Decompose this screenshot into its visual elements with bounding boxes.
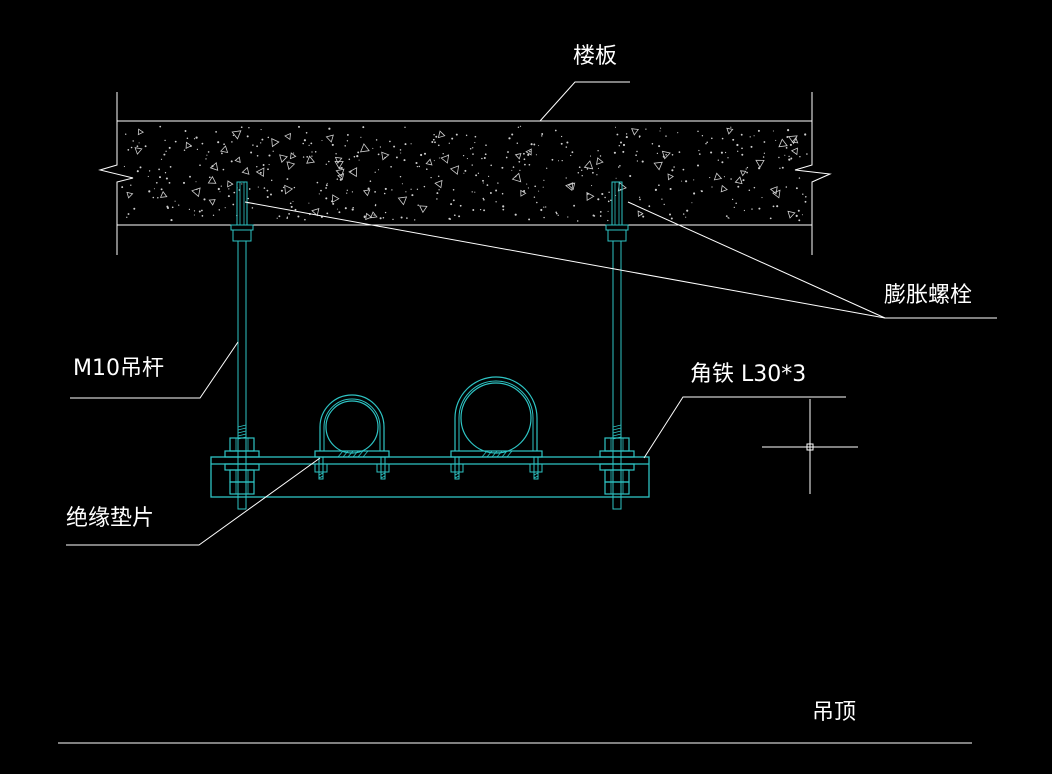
- concrete-hatch: [121, 125, 808, 222]
- hanger-rods: [224, 181, 635, 510]
- leader-lines: [58, 81, 997, 744]
- floor-slab: [98, 92, 832, 255]
- label-insulation-pad: 绝缘垫片: [66, 506, 154, 531]
- pipe-clamps: [314, 376, 543, 480]
- label-ceiling: 吊顶: [812, 700, 856, 725]
- crosshair-cursor: [762, 399, 858, 494]
- label-expansion-bolt: 膨胀螺栓: [884, 283, 972, 308]
- pipe-clamp: [314, 394, 390, 480]
- pipe-clamp: [450, 376, 543, 480]
- label-floor-slab: 楼板: [573, 44, 617, 69]
- label-hanger-rod: M10吊杆: [73, 356, 164, 381]
- label-angle-iron: 角铁 L30*3: [690, 362, 806, 387]
- hanger-rod-assembly: [224, 181, 260, 510]
- hanger-rod-assembly: [599, 181, 635, 510]
- angle-iron: [210, 456, 650, 498]
